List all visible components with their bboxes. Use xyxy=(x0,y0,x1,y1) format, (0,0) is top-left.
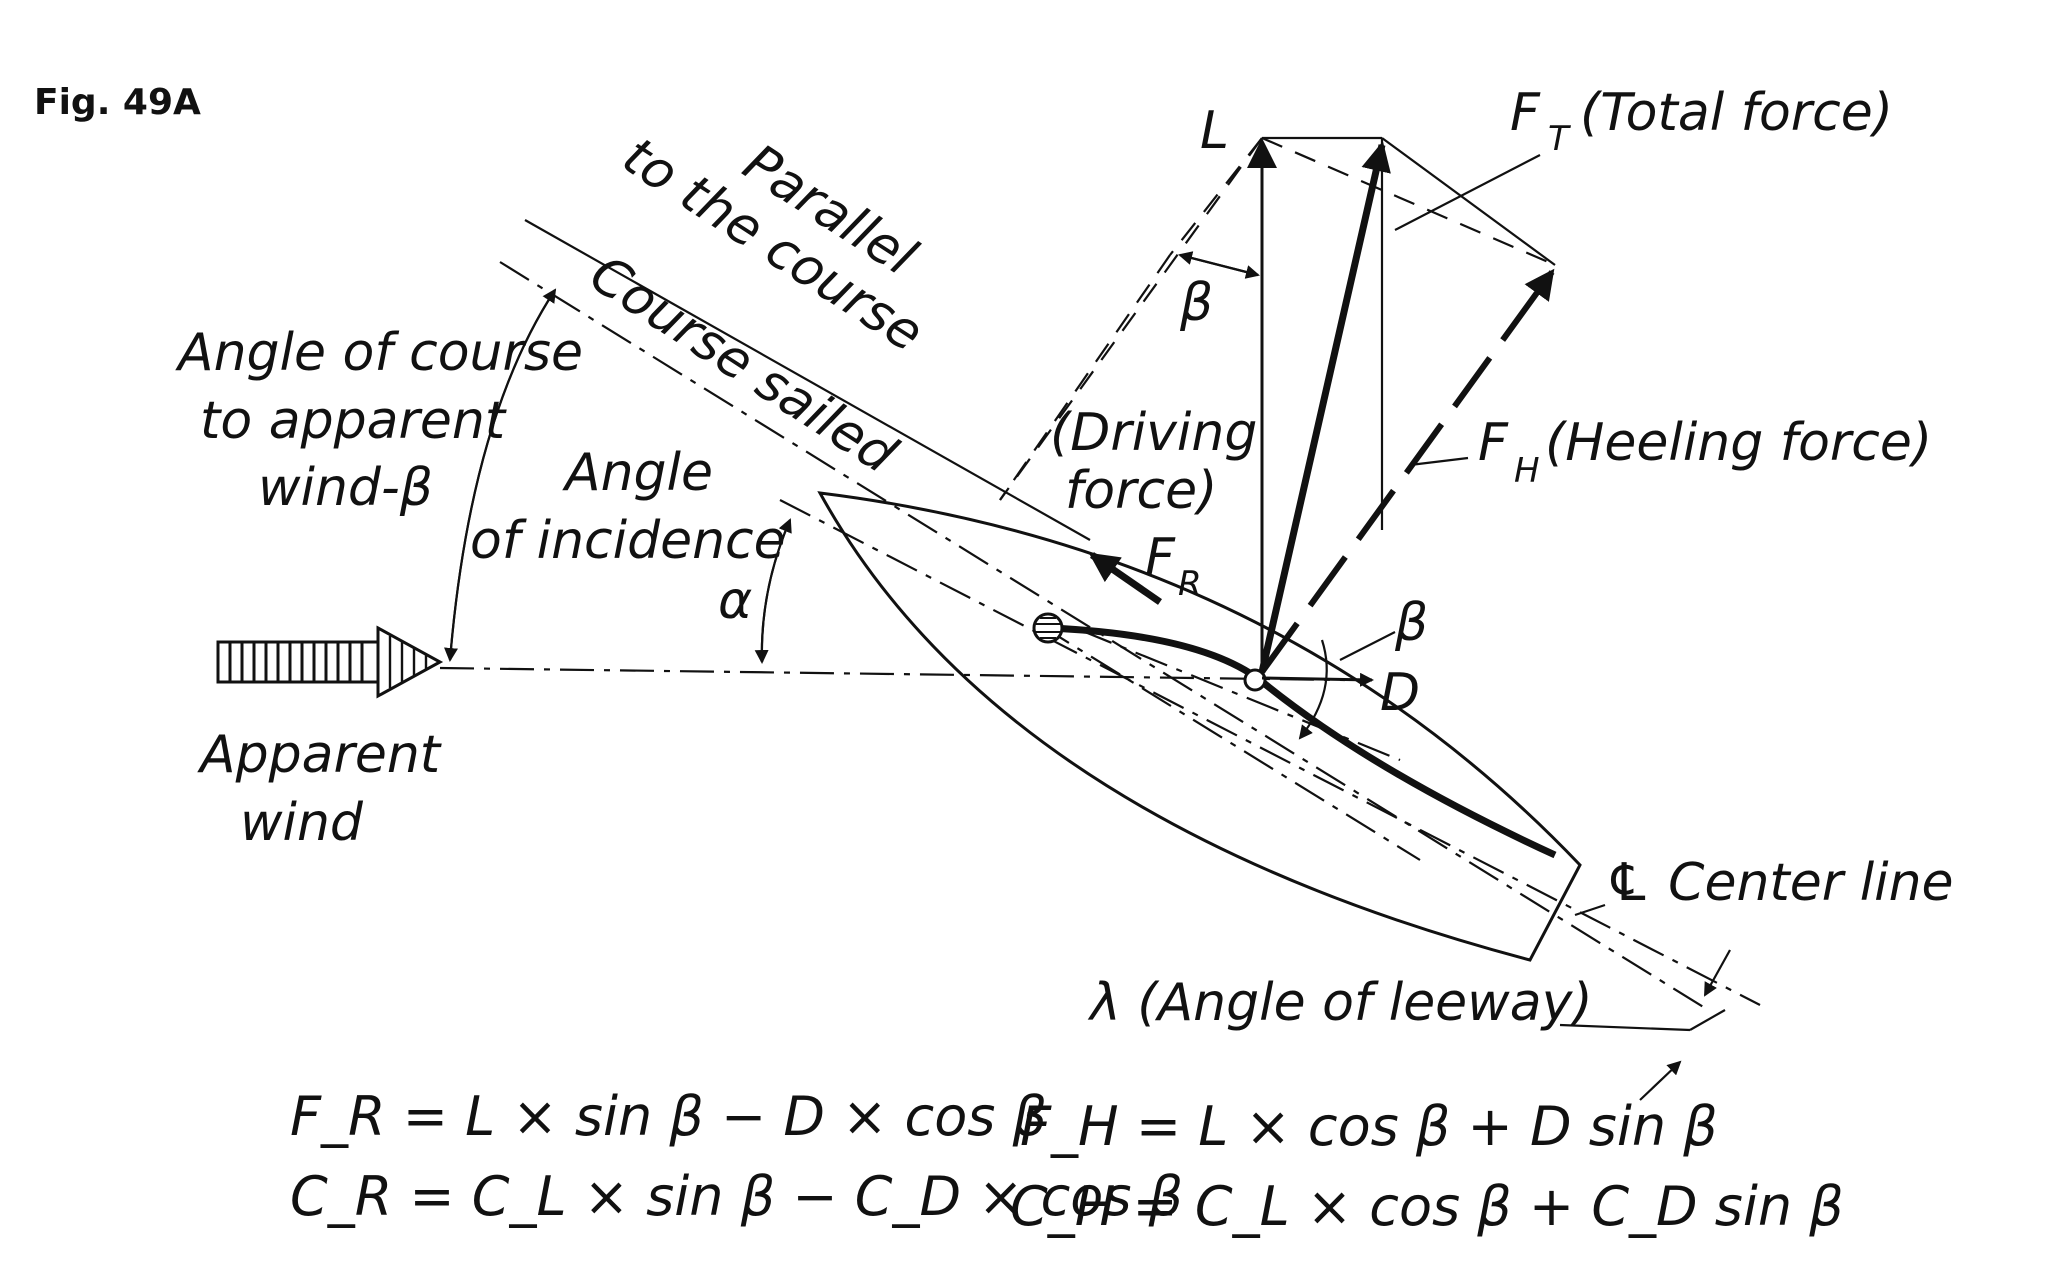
figure-label: Fig. 49A xyxy=(34,82,201,123)
parallelogram-top-dash xyxy=(1261,136,1556,267)
apparent-wind-arrow xyxy=(216,625,444,699)
heeling-force-leader xyxy=(1409,456,1469,467)
center-line xyxy=(779,499,1761,1006)
lift-label: L xyxy=(1200,101,1229,161)
leeway-leader xyxy=(1559,1023,1691,1032)
total-force-leader xyxy=(1394,154,1541,231)
drag-vector xyxy=(1261,672,1374,687)
driving-force-label: (Driving force) F R xyxy=(1050,403,1257,604)
heeling-force-label: F H (Heeling force) xyxy=(1478,413,1932,491)
heeling-force-vector xyxy=(1259,268,1555,674)
svg-text:wind: wind xyxy=(240,793,364,853)
svg-text:T: T xyxy=(1548,119,1571,159)
svg-text:force): force) xyxy=(1065,461,1217,521)
chord-line-2 xyxy=(1079,628,1401,762)
leeway-arrow-bottom xyxy=(1639,1060,1682,1101)
chord-line-1 xyxy=(1039,624,1421,861)
svg-text:to apparent: to apparent xyxy=(200,391,507,451)
total-force-vector xyxy=(1258,141,1391,673)
svg-text:H: H xyxy=(1514,451,1540,491)
svg-text:Angle: Angle xyxy=(562,443,713,503)
beta-arc-bottom xyxy=(1298,639,1328,740)
svg-text:F: F xyxy=(1145,528,1176,588)
svg-text:of incidence: of incidence xyxy=(470,511,786,571)
svg-text:(Driving: (Driving xyxy=(1050,403,1257,463)
svg-text:wind-β: wind-β xyxy=(258,458,433,518)
angle-of-incidence-label: Angle of incidence xyxy=(470,443,786,571)
svg-text:Angle of course: Angle of course xyxy=(175,323,583,383)
svg-text:(Heeling force): (Heeling force) xyxy=(1545,413,1932,473)
mast xyxy=(1032,612,1064,644)
center-of-effort xyxy=(1243,668,1267,692)
svg-text:F: F xyxy=(1478,413,1509,473)
lift-offset-dash xyxy=(999,137,1263,501)
equation-cr: C_R = C_L × sin β − C_D × cos β xyxy=(290,1165,1183,1228)
center-line-label: ℄ Center line xyxy=(1605,853,1954,913)
alpha-label: α xyxy=(718,571,752,631)
svg-text:F: F xyxy=(1510,83,1541,143)
beta-label-top: β xyxy=(1179,273,1213,333)
svg-text:R: R xyxy=(1178,564,1202,604)
lift-dash-left xyxy=(1169,137,1263,256)
driving-parallel-dash xyxy=(999,254,1171,501)
equation-ch: C_H = C_L × cos β + C_D sin β xyxy=(1010,1175,1844,1238)
total-force-label: F T (Total force) xyxy=(1510,83,1893,159)
svg-text:(Total force): (Total force) xyxy=(1580,83,1893,143)
beta-label-bottom: β xyxy=(1394,593,1428,653)
beta-leader xyxy=(1339,631,1396,661)
angle-of-course-label: Angle of course to apparent wind-β xyxy=(175,323,583,518)
center-line-leader xyxy=(1574,903,1606,917)
parallel-course-line xyxy=(524,219,1091,541)
parallelogram-top-right xyxy=(1381,137,1556,266)
leeway-arrow-top xyxy=(1704,949,1731,997)
equation-fh: F_H = L × cos β + D sin β xyxy=(1020,1095,1718,1158)
apparent-wind-axis xyxy=(439,666,1346,682)
leeway-label: λ (Angle of leeway) xyxy=(1087,973,1593,1033)
equation-fr: F_R = L × sin β − D × cos β xyxy=(290,1085,1047,1148)
apparent-wind-label: Apparent wind xyxy=(197,725,442,853)
sail xyxy=(1049,624,1557,859)
drag-label: D xyxy=(1380,663,1420,723)
driving-force-vector xyxy=(1088,552,1162,605)
svg-text:Apparent: Apparent xyxy=(197,725,442,785)
